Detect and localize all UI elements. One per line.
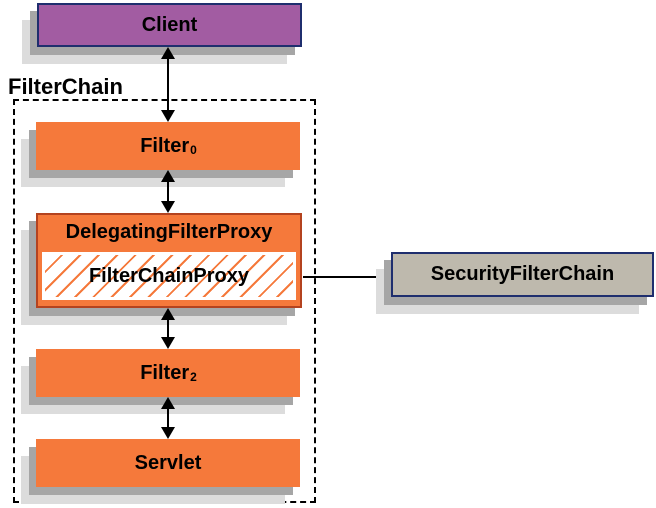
- arrow-filter2-servlet: [160, 397, 176, 439]
- down-arrowhead-icon: [161, 201, 175, 213]
- down-arrowhead-icon: [161, 337, 175, 349]
- servlet-label: Servlet: [134, 451, 202, 474]
- down-arrowhead-icon: [161, 427, 175, 439]
- arrow-client-filter0: [160, 47, 176, 122]
- down-arrowhead-icon: [161, 110, 175, 122]
- client-box: Client: [37, 3, 302, 47]
- filter0-subscript: 0: [190, 143, 197, 157]
- arrow-line: [167, 312, 169, 345]
- client-label: Client: [141, 13, 198, 36]
- delegating-filter-proxy-label: DelegatingFilterProxy: [65, 221, 273, 243]
- servlet-box: Servlet: [36, 439, 300, 487]
- arrow-line: [167, 51, 169, 118]
- up-arrowhead-icon: [161, 397, 175, 409]
- filter-chain-proxy-label: FilterChainProxy: [88, 264, 250, 287]
- filter-chain-proxy-box: FilterChainProxy: [42, 252, 296, 300]
- filter2-label: Filter: [140, 361, 190, 384]
- up-arrowhead-icon: [161, 47, 175, 59]
- arrow-line: [167, 174, 169, 209]
- arrow-line: [167, 401, 169, 435]
- security-filter-chain-box: SecurityFilterChain: [391, 252, 654, 297]
- up-arrowhead-icon: [161, 308, 175, 320]
- arrow-filter0-dfp: [160, 170, 176, 213]
- delegating-filter-proxy-box: DelegatingFilterProxy FilterChainProxy: [36, 213, 302, 308]
- filterchain-dashed-container: [13, 99, 316, 503]
- arrow-fcp-securityfilterchain: [303, 269, 390, 285]
- security-filter-chain-label: SecurityFilterChain: [430, 263, 615, 285]
- filterchain-label: FilterChain: [8, 74, 123, 99]
- filter0-label: Filter: [140, 134, 190, 157]
- right-arrowhead-icon: [377, 270, 390, 284]
- filter2-subscript: 2: [190, 370, 197, 384]
- up-arrowhead-icon: [161, 170, 175, 182]
- arrow-line: [303, 276, 385, 278]
- arrow-dfp-filter2: [160, 308, 176, 349]
